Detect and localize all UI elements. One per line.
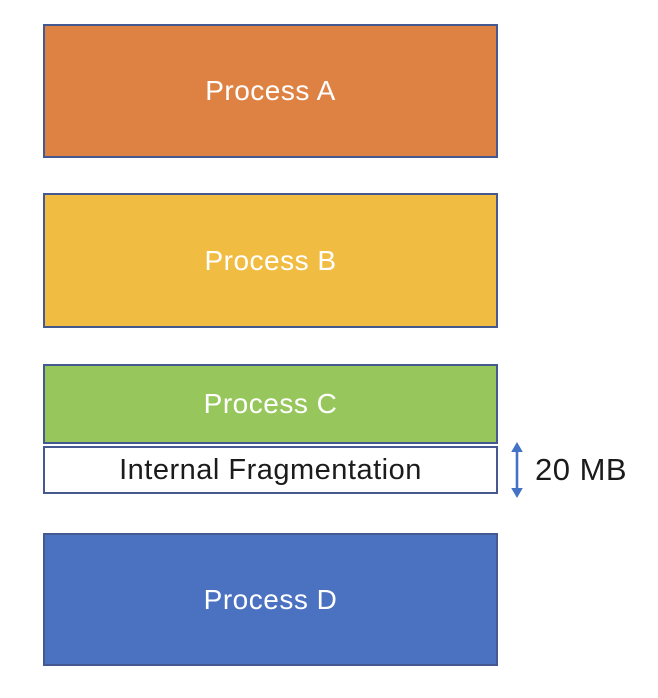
block-process-a: Process A: [43, 24, 498, 158]
block-process-c-label: Process C: [203, 388, 338, 419]
fragment-size-label: 20 MB: [535, 452, 628, 487]
double-headed-vertical-arrow-icon: [511, 442, 523, 498]
block-internal-fragmentation: Internal Fragmentation: [43, 446, 498, 494]
block-process-d: Process D: [43, 533, 498, 666]
block-process-d-label: Process D: [203, 583, 338, 615]
block-process-b-label: Process B: [204, 244, 337, 276]
block-process-c: Process C: [43, 364, 498, 444]
block-process-a-label: Process A: [205, 75, 336, 106]
block-internal-fragmentation-label: Internal Fragmentation: [119, 453, 422, 486]
block-process-b: Process B: [43, 193, 498, 328]
